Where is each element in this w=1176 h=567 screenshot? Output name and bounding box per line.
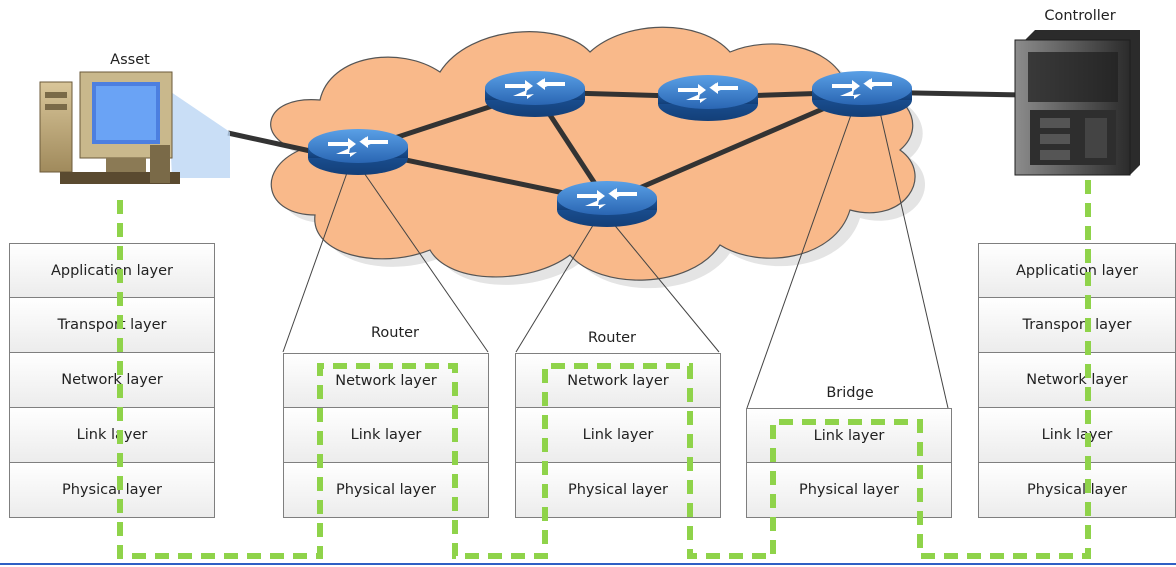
stack-layer: Physical layer: [283, 463, 489, 518]
stack-layer: Application layer: [978, 243, 1176, 298]
stack-layer: Network layer: [283, 353, 489, 408]
stack-layer: Transport layer: [9, 298, 215, 353]
desktop-computer-icon: [39, 71, 230, 184]
router-protocol-stack: Network layer Link layer Physical layer: [515, 353, 721, 518]
router-label: Router: [587, 330, 637, 346]
stack-layer: Application layer: [9, 243, 215, 298]
stack-layer: Link layer: [283, 408, 489, 463]
router-icon: [308, 129, 408, 175]
stack-layer: Link layer: [746, 408, 952, 463]
router-icon: [812, 71, 912, 117]
stack-layer: Network layer: [515, 353, 721, 408]
asset-label: Asset: [110, 52, 150, 68]
stack-layer: Network layer: [978, 353, 1176, 408]
stack-layer: Network layer: [9, 353, 215, 408]
stack-layer: Physical layer: [978, 463, 1176, 518]
stack-layer: Link layer: [978, 408, 1176, 463]
router-label: Router: [370, 325, 420, 341]
controller-label: Controller: [1044, 8, 1116, 24]
server-tower-icon: [1014, 30, 1140, 176]
router-icon: [485, 71, 585, 117]
router-icon: [557, 181, 657, 227]
stack-layer: Transport layer: [978, 298, 1176, 353]
router-icon: [658, 75, 758, 121]
bridge-protocol-stack: Link layer Physical layer: [746, 408, 952, 518]
asset-protocol-stack: Application layer Transport layer Networ…: [9, 243, 215, 518]
stack-layer: Link layer: [515, 408, 721, 463]
stack-layer: Physical layer: [9, 463, 215, 518]
bottom-divider: [0, 563, 1176, 565]
stack-layer: Physical layer: [746, 463, 952, 518]
router-protocol-stack: Network layer Link layer Physical layer: [283, 353, 489, 518]
stack-layer: Physical layer: [515, 463, 721, 518]
bridge-label: Bridge: [826, 385, 874, 401]
controller-protocol-stack: Application layer Transport layer Networ…: [978, 243, 1176, 518]
stack-layer: Link layer: [9, 408, 215, 463]
